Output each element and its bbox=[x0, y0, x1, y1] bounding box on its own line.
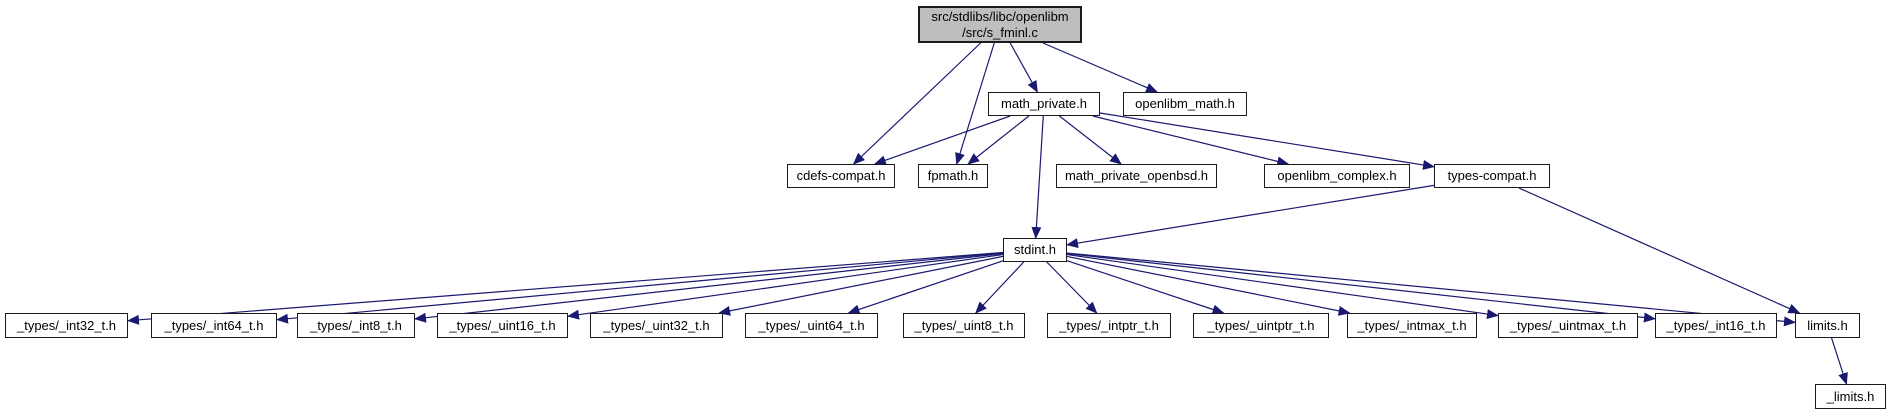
node-int16_t_h[interactable]: _types/_int16_t.h bbox=[1655, 313, 1777, 338]
node-fpmath_h[interactable]: fpmath.h bbox=[918, 164, 988, 188]
edge-stdint_h-to-int16_t_h bbox=[1066, 252, 1656, 323]
edge-stdint_h-to-int8_t_h bbox=[414, 252, 1004, 323]
node-openlibm_math_h[interactable]: openlibm_math.h bbox=[1123, 92, 1247, 116]
edge-s_fminl_c-to-cdefs_compat_h bbox=[852, 42, 981, 165]
edge-s_fminl_c-to-openlibm_math_h bbox=[1042, 42, 1158, 93]
node-s_fminl_c[interactable]: src/stdlibs/libc/openlibm /src/s_fminl.c bbox=[918, 6, 1082, 43]
edge-stdint_h-to-int32_t_h bbox=[127, 251, 1004, 325]
edge-types_compat_h-to-limits_h bbox=[1518, 187, 1801, 314]
edge-math_private_h-to-openlibm_complex_h bbox=[1092, 115, 1290, 167]
node-uint16_t_h[interactable]: _types/_uint16_t.h bbox=[437, 313, 568, 338]
edge-math_private_h-to-types_compat_h bbox=[1099, 112, 1435, 170]
edge-stdint_h-to-uint8_t_h bbox=[975, 261, 1025, 314]
node-types_compat_h[interactable]: types-compat.h bbox=[1434, 164, 1550, 188]
edge-stdint_h-to-int64_t_h bbox=[276, 252, 1004, 324]
edge-math_private_h-to-cdefs_compat_h bbox=[873, 115, 1011, 166]
node-_limits_h[interactable]: _limits.h bbox=[1815, 384, 1886, 409]
node-uint64_t_h[interactable]: _types/_uint64_t.h bbox=[745, 313, 878, 338]
edge-limits_h-to-_limits_h bbox=[1830, 337, 1848, 385]
node-uint8_t_h[interactable]: _types/_uint8_t.h bbox=[903, 313, 1025, 338]
node-math_private_h[interactable]: math_private.h bbox=[988, 92, 1100, 116]
node-intptr_t_h[interactable]: _types/_intptr_t.h bbox=[1047, 313, 1171, 338]
node-cdefs_compat_h[interactable]: cdefs-compat.h bbox=[787, 164, 895, 188]
node-openlibm_complex_h[interactable]: openlibm_complex.h bbox=[1264, 164, 1410, 188]
node-math_private_openbsd_h[interactable]: math_private_openbsd.h bbox=[1056, 164, 1217, 188]
edge-stdint_h-to-uint64_t_h bbox=[847, 260, 1004, 315]
edge-types_compat_h-to-stdint_h bbox=[1066, 184, 1435, 248]
node-int32_t_h[interactable]: _types/_int32_t.h bbox=[5, 313, 128, 338]
node-uint32_t_h[interactable]: _types/_uint32_t.h bbox=[590, 313, 723, 338]
edge-s_fminl_c-to-fpmath_h bbox=[955, 42, 995, 165]
edge-stdint_h-to-uint32_t_h bbox=[718, 255, 1004, 316]
edge-stdint_h-to-uint16_t_h bbox=[567, 253, 1004, 320]
edge-math_private_h-to-stdint_h bbox=[1031, 115, 1044, 239]
node-limits_h[interactable]: limits.h bbox=[1795, 313, 1860, 338]
edge-math_private_h-to-math_private_openbsd_h bbox=[1059, 115, 1122, 165]
edge-s_fminl_c-to-math_private_h bbox=[1009, 42, 1038, 93]
edge-math_private_h-to-fpmath_h bbox=[967, 115, 1030, 165]
node-uintptr_t_h[interactable]: _types/_uintptr_t.h bbox=[1193, 313, 1329, 338]
edge-stdint_h-to-limits_h bbox=[1066, 252, 1796, 327]
node-int8_t_h[interactable]: _types/_int8_t.h bbox=[297, 313, 415, 338]
node-stdint_h[interactable]: stdint.h bbox=[1003, 238, 1067, 262]
edge-stdint_h-to-intmax_t_h bbox=[1066, 255, 1351, 316]
node-uintmax_t_h[interactable]: _types/_uintmax_t.h bbox=[1498, 313, 1638, 338]
node-intmax_t_h[interactable]: _types/_intmax_t.h bbox=[1347, 313, 1477, 338]
edge-stdint_h-to-uintmax_t_h bbox=[1066, 253, 1499, 319]
edge-stdint_h-to-intptr_t_h bbox=[1046, 261, 1098, 314]
node-int64_t_h[interactable]: _types/_int64_t.h bbox=[151, 313, 277, 338]
edge-stdint_h-to-uintptr_t_h bbox=[1066, 260, 1225, 315]
